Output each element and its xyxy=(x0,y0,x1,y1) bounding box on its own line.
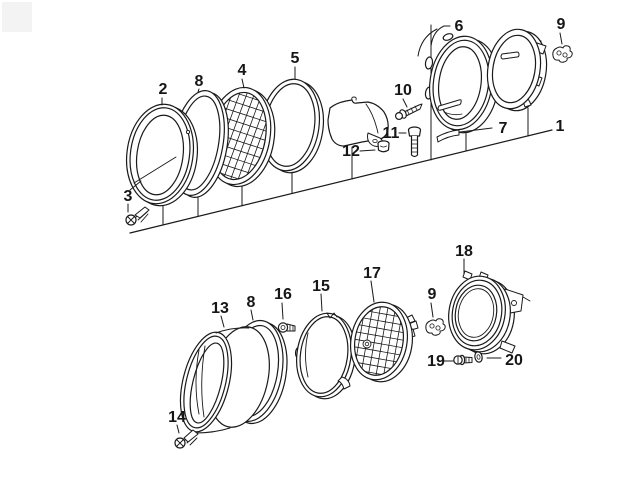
callout-label-4: 4 xyxy=(238,62,247,79)
part-20-washer xyxy=(474,351,502,363)
callout-label-6: 6 xyxy=(455,18,464,35)
part-9-clip-top xyxy=(552,32,573,63)
part-17-sealed-beam-unit xyxy=(349,280,419,383)
part-10-screw xyxy=(395,98,423,120)
callout-label-9-top: 9 xyxy=(557,16,566,33)
part-19-screw xyxy=(443,354,473,366)
part-18-mounting-ring xyxy=(448,258,531,355)
part-15-retaining-ring xyxy=(294,293,356,400)
part-13-bucket xyxy=(179,326,270,434)
part-9-clip-bottom xyxy=(425,302,446,336)
callout-label-5: 5 xyxy=(291,50,300,67)
callout-label-18: 18 xyxy=(455,243,473,260)
part-16-screw xyxy=(277,302,296,333)
part-11-bolt xyxy=(398,126,422,158)
callout-label-13: 13 xyxy=(211,300,229,317)
callout-label-19: 19 xyxy=(427,353,445,370)
callout-label-1: 1 xyxy=(556,118,565,135)
bulb-cover-cap xyxy=(327,96,389,147)
part-7-seal xyxy=(436,127,493,143)
part-3-screw xyxy=(125,203,150,226)
callout-label-16: 16 xyxy=(274,286,292,303)
callout-label-2: 2 xyxy=(159,81,168,98)
callout-label-15: 15 xyxy=(312,278,330,295)
callout-label-9-bottom: 9 xyxy=(428,286,437,303)
callout-label-11: 11 xyxy=(383,125,400,142)
part-12-nut xyxy=(359,140,390,153)
callout-label-20: 20 xyxy=(505,352,523,369)
callout-label-14: 14 xyxy=(168,409,186,426)
callout-label-8-top: 8 xyxy=(195,73,204,90)
callout-leader-lines xyxy=(161,66,296,328)
callout-label-17: 17 xyxy=(363,265,381,282)
part-6-housing xyxy=(417,25,499,134)
rear-mounting-shell xyxy=(486,28,548,112)
callout-label-3: 3 xyxy=(124,188,133,205)
callout-label-8-bottom: 8 xyxy=(247,294,256,311)
callout-label-7: 7 xyxy=(499,120,508,137)
callout-label-12: 12 xyxy=(342,143,360,160)
part-14-screw xyxy=(174,424,199,449)
part-2-headlamp-rim xyxy=(125,103,199,207)
callout-label-10: 10 xyxy=(394,82,412,99)
scan-artifact xyxy=(2,2,32,32)
